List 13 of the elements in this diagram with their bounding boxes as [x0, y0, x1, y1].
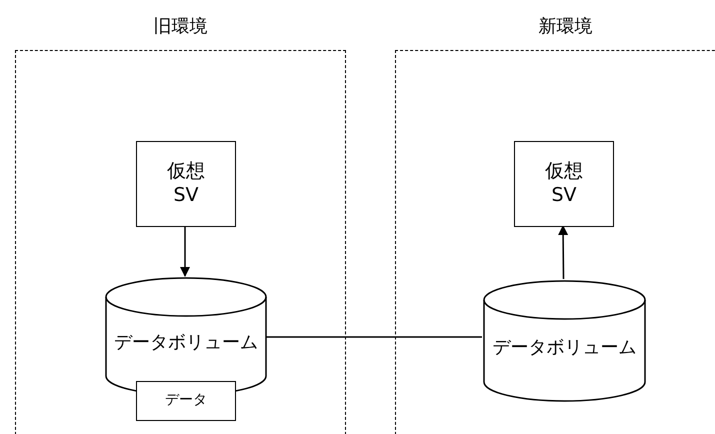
- region-title: 新環境: [538, 15, 594, 39]
- node-label: 仮想 SV: [166, 160, 206, 208]
- node-label: データボリューム: [113, 332, 259, 355]
- server-box: [514, 141, 614, 227]
- arrow: [180, 226, 190, 277]
- region-title: 旧環境: [152, 15, 208, 39]
- arrow: [558, 225, 568, 279]
- node-label: 仮想 SV: [544, 160, 584, 208]
- node-label: データ: [165, 392, 207, 410]
- data-box: [136, 381, 236, 421]
- connector-line: [266, 336, 482, 338]
- node-label: データボリューム: [492, 336, 638, 360]
- server-box: [136, 141, 236, 227]
